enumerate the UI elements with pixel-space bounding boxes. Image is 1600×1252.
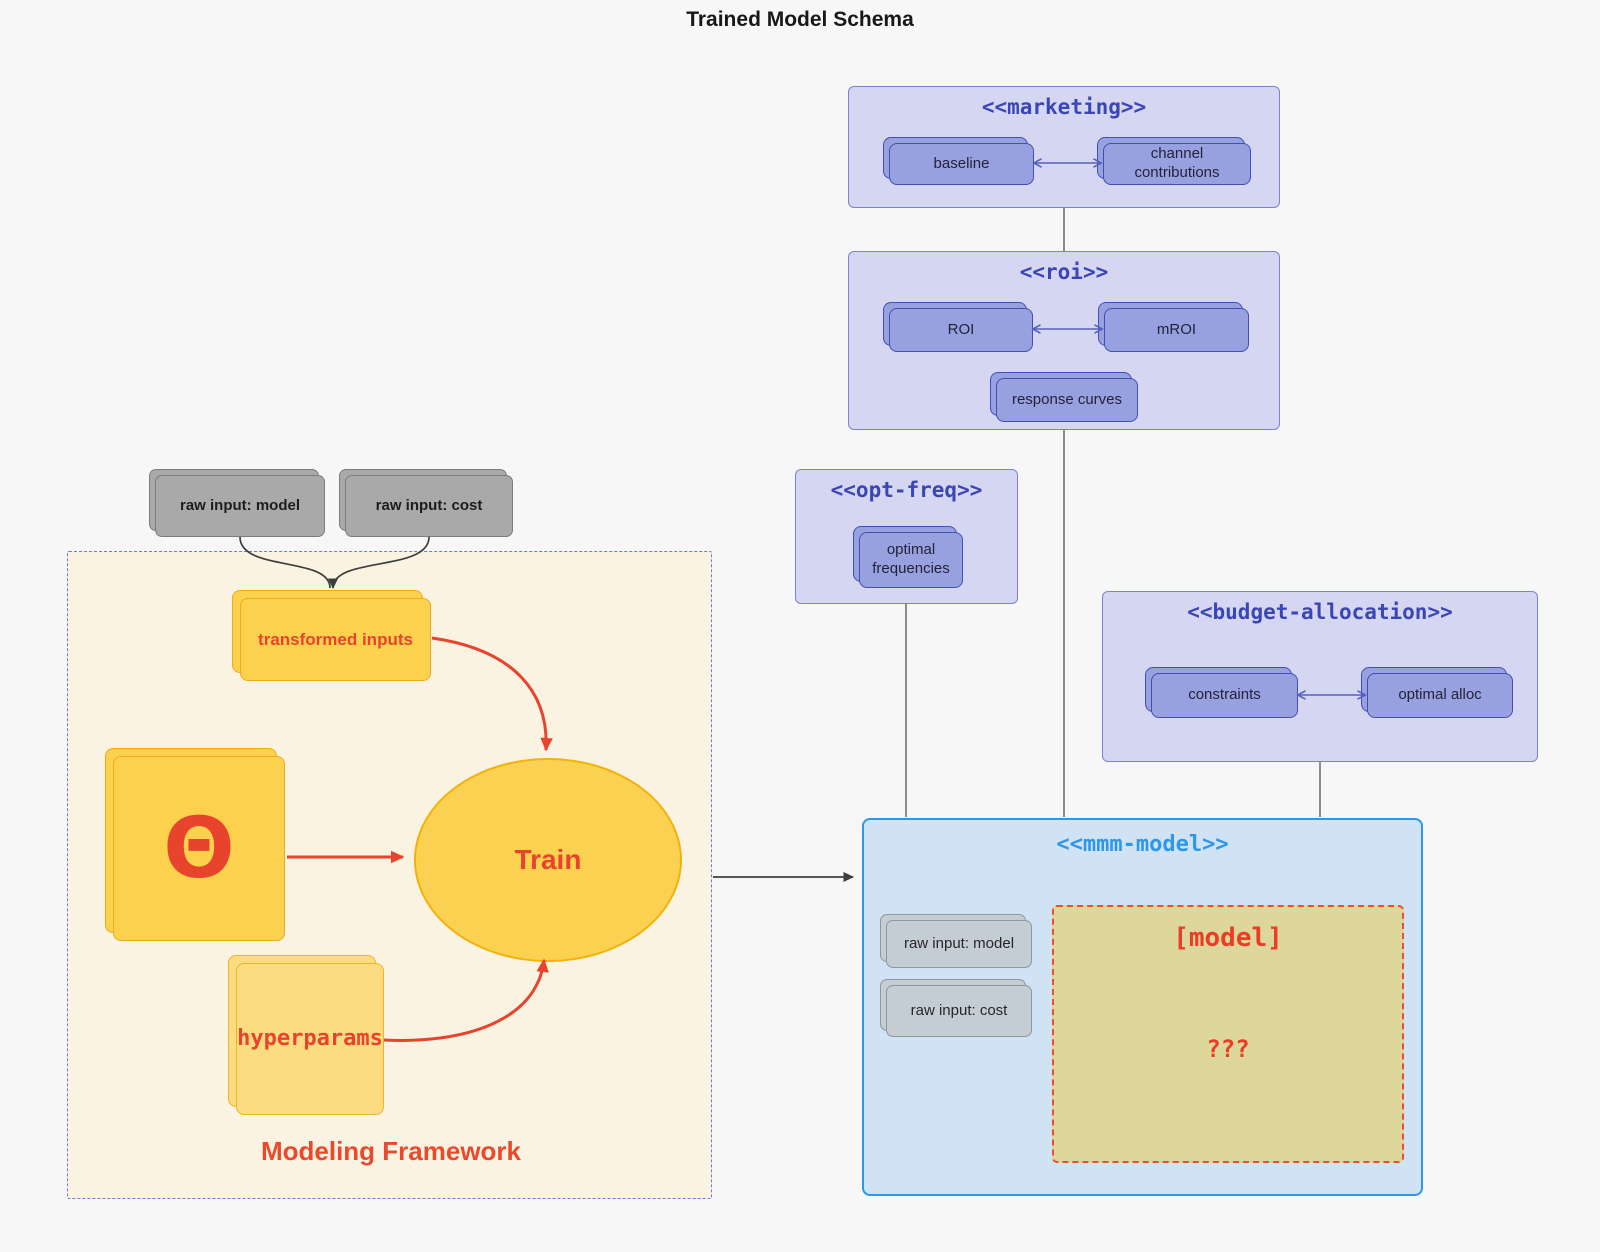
marketing-title: <<marketing>> <box>981 95 1147 119</box>
train-label: Train <box>514 844 582 875</box>
opt-freq-title: <<opt-freq>> <box>830 478 983 502</box>
optimal-frequencies-node: optimal frequencies <box>853 526 963 588</box>
optimal-alloc-node: optimal alloc <box>1361 667 1513 718</box>
mmm-model-title: <<mmm-model>> <box>1056 832 1229 857</box>
constraints-label: constraints <box>1151 673 1298 718</box>
roi-group: <<roi>> ROI mROI response curves <box>848 251 1280 430</box>
optimal-frequencies-label: optimal frequencies <box>859 532 963 588</box>
raw-input-model-label: raw input: model <box>155 475 325 537</box>
raw-input-cost-node: raw input: cost <box>339 469 513 537</box>
transformed-inputs-label: transformed inputs <box>240 598 431 681</box>
channel-contributions-label: channel contributions <box>1103 143 1251 185</box>
baseline-node: baseline <box>883 137 1034 185</box>
response-curves-node: response curves <box>990 372 1138 422</box>
roi-title: <<roi>> <box>1019 260 1109 284</box>
hyperparams-node: hyperparams <box>228 955 384 1115</box>
mroi-label: mROI <box>1104 308 1249 352</box>
mmm-raw-input-model-node: raw input: model <box>880 914 1032 968</box>
roi-node: ROI <box>883 302 1033 352</box>
modeling-framework-group: transformed inputs Θ Train hyperparams M… <box>67 551 712 1199</box>
diagram-title: Trained Model Schema <box>686 8 914 31</box>
channel-contributions-node: channel contributions <box>1097 137 1251 185</box>
mmm-raw-input-cost-label: raw input: cost <box>886 985 1032 1037</box>
mmm-model-group: <<mmm-model>> raw input: model raw input… <box>862 818 1423 1196</box>
marketing-group: <<marketing>> baseline channel contribut… <box>848 86 1280 208</box>
response-curves-label: response curves <box>996 378 1138 422</box>
budget-allocation-group: <<budget-allocation>> constraints optima… <box>1102 591 1538 762</box>
raw-input-model-node: raw input: model <box>149 469 325 537</box>
opt-freq-group: <<opt-freq>> optimal frequencies <box>795 469 1018 604</box>
roi-label: ROI <box>889 308 1033 352</box>
mmm-raw-input-model-label: raw input: model <box>886 920 1032 968</box>
baseline-label: baseline <box>889 143 1034 185</box>
budget-allocation-title: <<budget-allocation>> <box>1187 600 1453 624</box>
modeling-framework-label: Modeling Framework <box>260 1136 522 1166</box>
model-box-title: [model] <box>1173 923 1283 953</box>
theta-symbol: Θ <box>113 756 285 941</box>
hyperparams-label: hyperparams <box>236 963 384 1115</box>
model-box-placeholder: ??? <box>1206 1035 1250 1063</box>
raw-input-cost-label: raw input: cost <box>345 475 513 537</box>
model-placeholder-box: [model] ??? <box>1052 905 1404 1163</box>
mroi-node: mROI <box>1098 302 1249 352</box>
transformed-inputs-node: transformed inputs <box>232 590 431 681</box>
theta-node: Θ <box>105 748 285 941</box>
train-ellipse: Train <box>414 758 682 962</box>
constraints-node: constraints <box>1145 667 1298 718</box>
optimal-alloc-label: optimal alloc <box>1367 673 1513 718</box>
mmm-raw-input-cost-node: raw input: cost <box>880 979 1032 1037</box>
